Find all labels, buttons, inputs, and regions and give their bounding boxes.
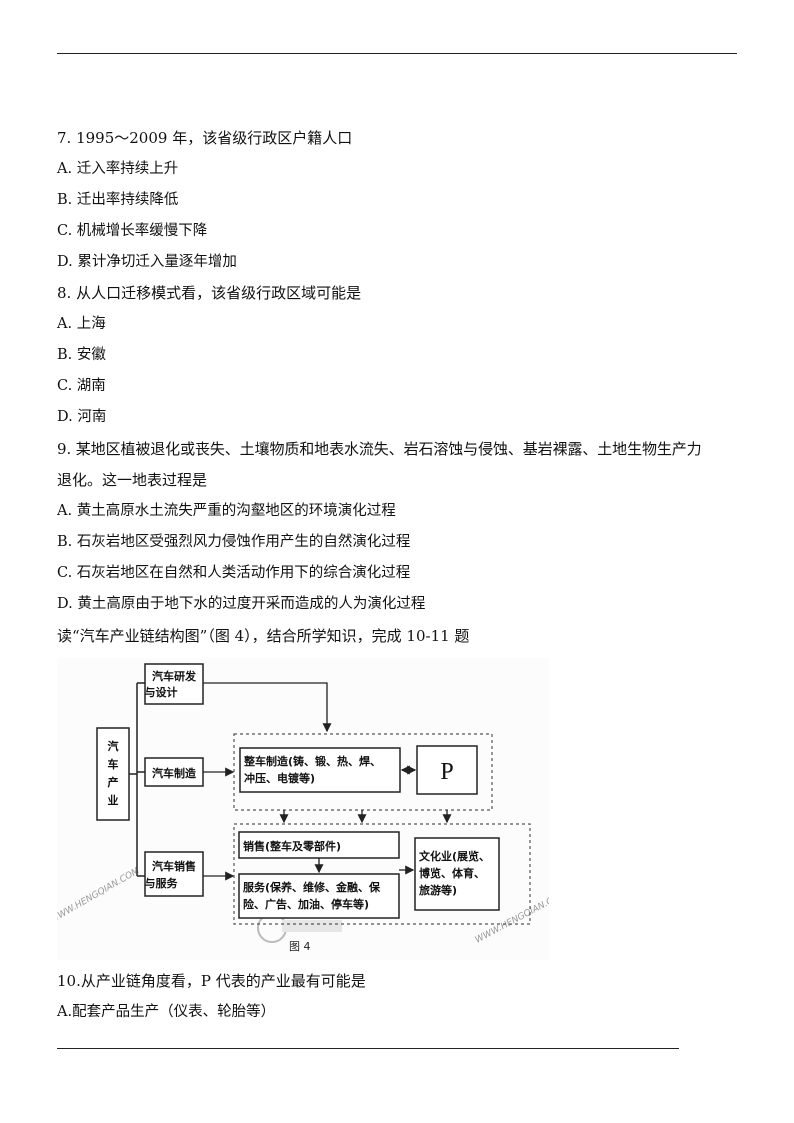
- root-label-2: 车: [108, 757, 119, 771]
- culture-box: [414, 837, 500, 911]
- arrow-rd-to-manufacture: [203, 682, 332, 733]
- root-label-3: 产: [108, 775, 119, 789]
- q9-stem-line2: 退化。这一地表过程是: [57, 471, 208, 489]
- service-label-2: 险、广告、加油、停车等): [243, 897, 369, 911]
- reading-intro: 读“汽车产业链结构图”（图 4），结合所学知识，完成 10-11 题: [57, 627, 470, 645]
- q7-stem: 7. 1995～2009 年，该省级行政区户籍人口: [57, 129, 353, 147]
- q9-option-c: C. 石灰岩地区在自然和人类活动作用下的综合演化过程: [57, 565, 411, 581]
- q8-option-a: A. 上海: [57, 316, 106, 332]
- service-box: [238, 873, 400, 919]
- q8-option-b: B. 安徽: [57, 347, 106, 363]
- p-label: P: [440, 759, 453, 785]
- root-label-1: 汽: [108, 739, 119, 753]
- q9-option-b: B. 石灰岩地区受强烈风力侵蚀作用产生的自然演化过程: [57, 534, 411, 550]
- service-label-1: 服务(保养、维修、金融、保: [243, 880, 381, 894]
- q9-option-a: A. 黄土高原水土流失严重的沟壑地区的环境演化过程: [57, 503, 396, 519]
- top-rule: [57, 53, 737, 54]
- sales-service-label-1: 汽车销售: [152, 859, 196, 873]
- vehicle-manufacture-box: [239, 747, 401, 793]
- culture-label-3: 旅游等): [419, 883, 457, 897]
- rd-design-label-1: 汽车研发: [152, 669, 197, 683]
- manufacture-group: [233, 733, 493, 811]
- rd-design-label-2: 与设计: [145, 685, 178, 699]
- sales-label: 销售(整车及零部件): [243, 839, 341, 853]
- sales-service-box: [144, 851, 204, 897]
- vehicle-manufacture-label-1: 整车制造(铸、锻、热、焊、: [243, 754, 381, 768]
- q8-option-c: C. 湖南: [57, 378, 106, 394]
- svg-text:WWW.HENGQIAN.COM: WWW.HENGQIAN.COM: [57, 866, 142, 926]
- q7-option-b: B. 迁出率持续降低: [57, 192, 179, 208]
- sales-service-label-2: 与服务: [145, 876, 179, 890]
- q9-stem-line1: 9. 某地区植被退化或丧失、土壤物质和地表水流失、岩石溶蚀与侵蚀、基岩裸露、土地…: [57, 440, 702, 458]
- auto-industry-chain-figure: WWW.HENGQIAN.COM WWW.HENGQIAN.COM 汽 车 产 …: [57, 658, 549, 960]
- q10-option-a: A.配套产品生产（仪表、轮胎等）: [57, 1004, 276, 1020]
- vehicle-manufacture-label-2: 冲压、电镀等): [244, 771, 315, 785]
- q7-option-c: C. 机械增长率缓慢下降: [57, 223, 208, 239]
- sales-box: [238, 831, 400, 859]
- culture-label-2: 博览、体育、: [419, 866, 485, 880]
- rd-design-box: [144, 663, 204, 705]
- manufacturing-label: 汽车制造: [152, 766, 197, 780]
- figure-caption: 图 4: [289, 940, 311, 953]
- q9-option-d: D. 黄土高原由于地下水的过度开采而造成的人为演化过程: [57, 596, 426, 612]
- p-box: [416, 745, 478, 795]
- bottom-rule: [57, 1048, 679, 1049]
- q8-option-d: D. 河南: [57, 409, 107, 425]
- culture-label-1: 文化业(展览、: [419, 849, 490, 863]
- q7-option-d: D. 累计净切迁入量逐年增加: [57, 254, 237, 270]
- q7-option-a: A. 迁入率持续上升: [57, 161, 179, 177]
- q8-stem: 8. 从人口迁移模式看，该省级行政区域可能是: [57, 284, 362, 302]
- root-label-4: 业: [108, 793, 119, 807]
- q10-stem: 10.从产业链角度看，P 代表的产业最有可能是: [57, 972, 366, 990]
